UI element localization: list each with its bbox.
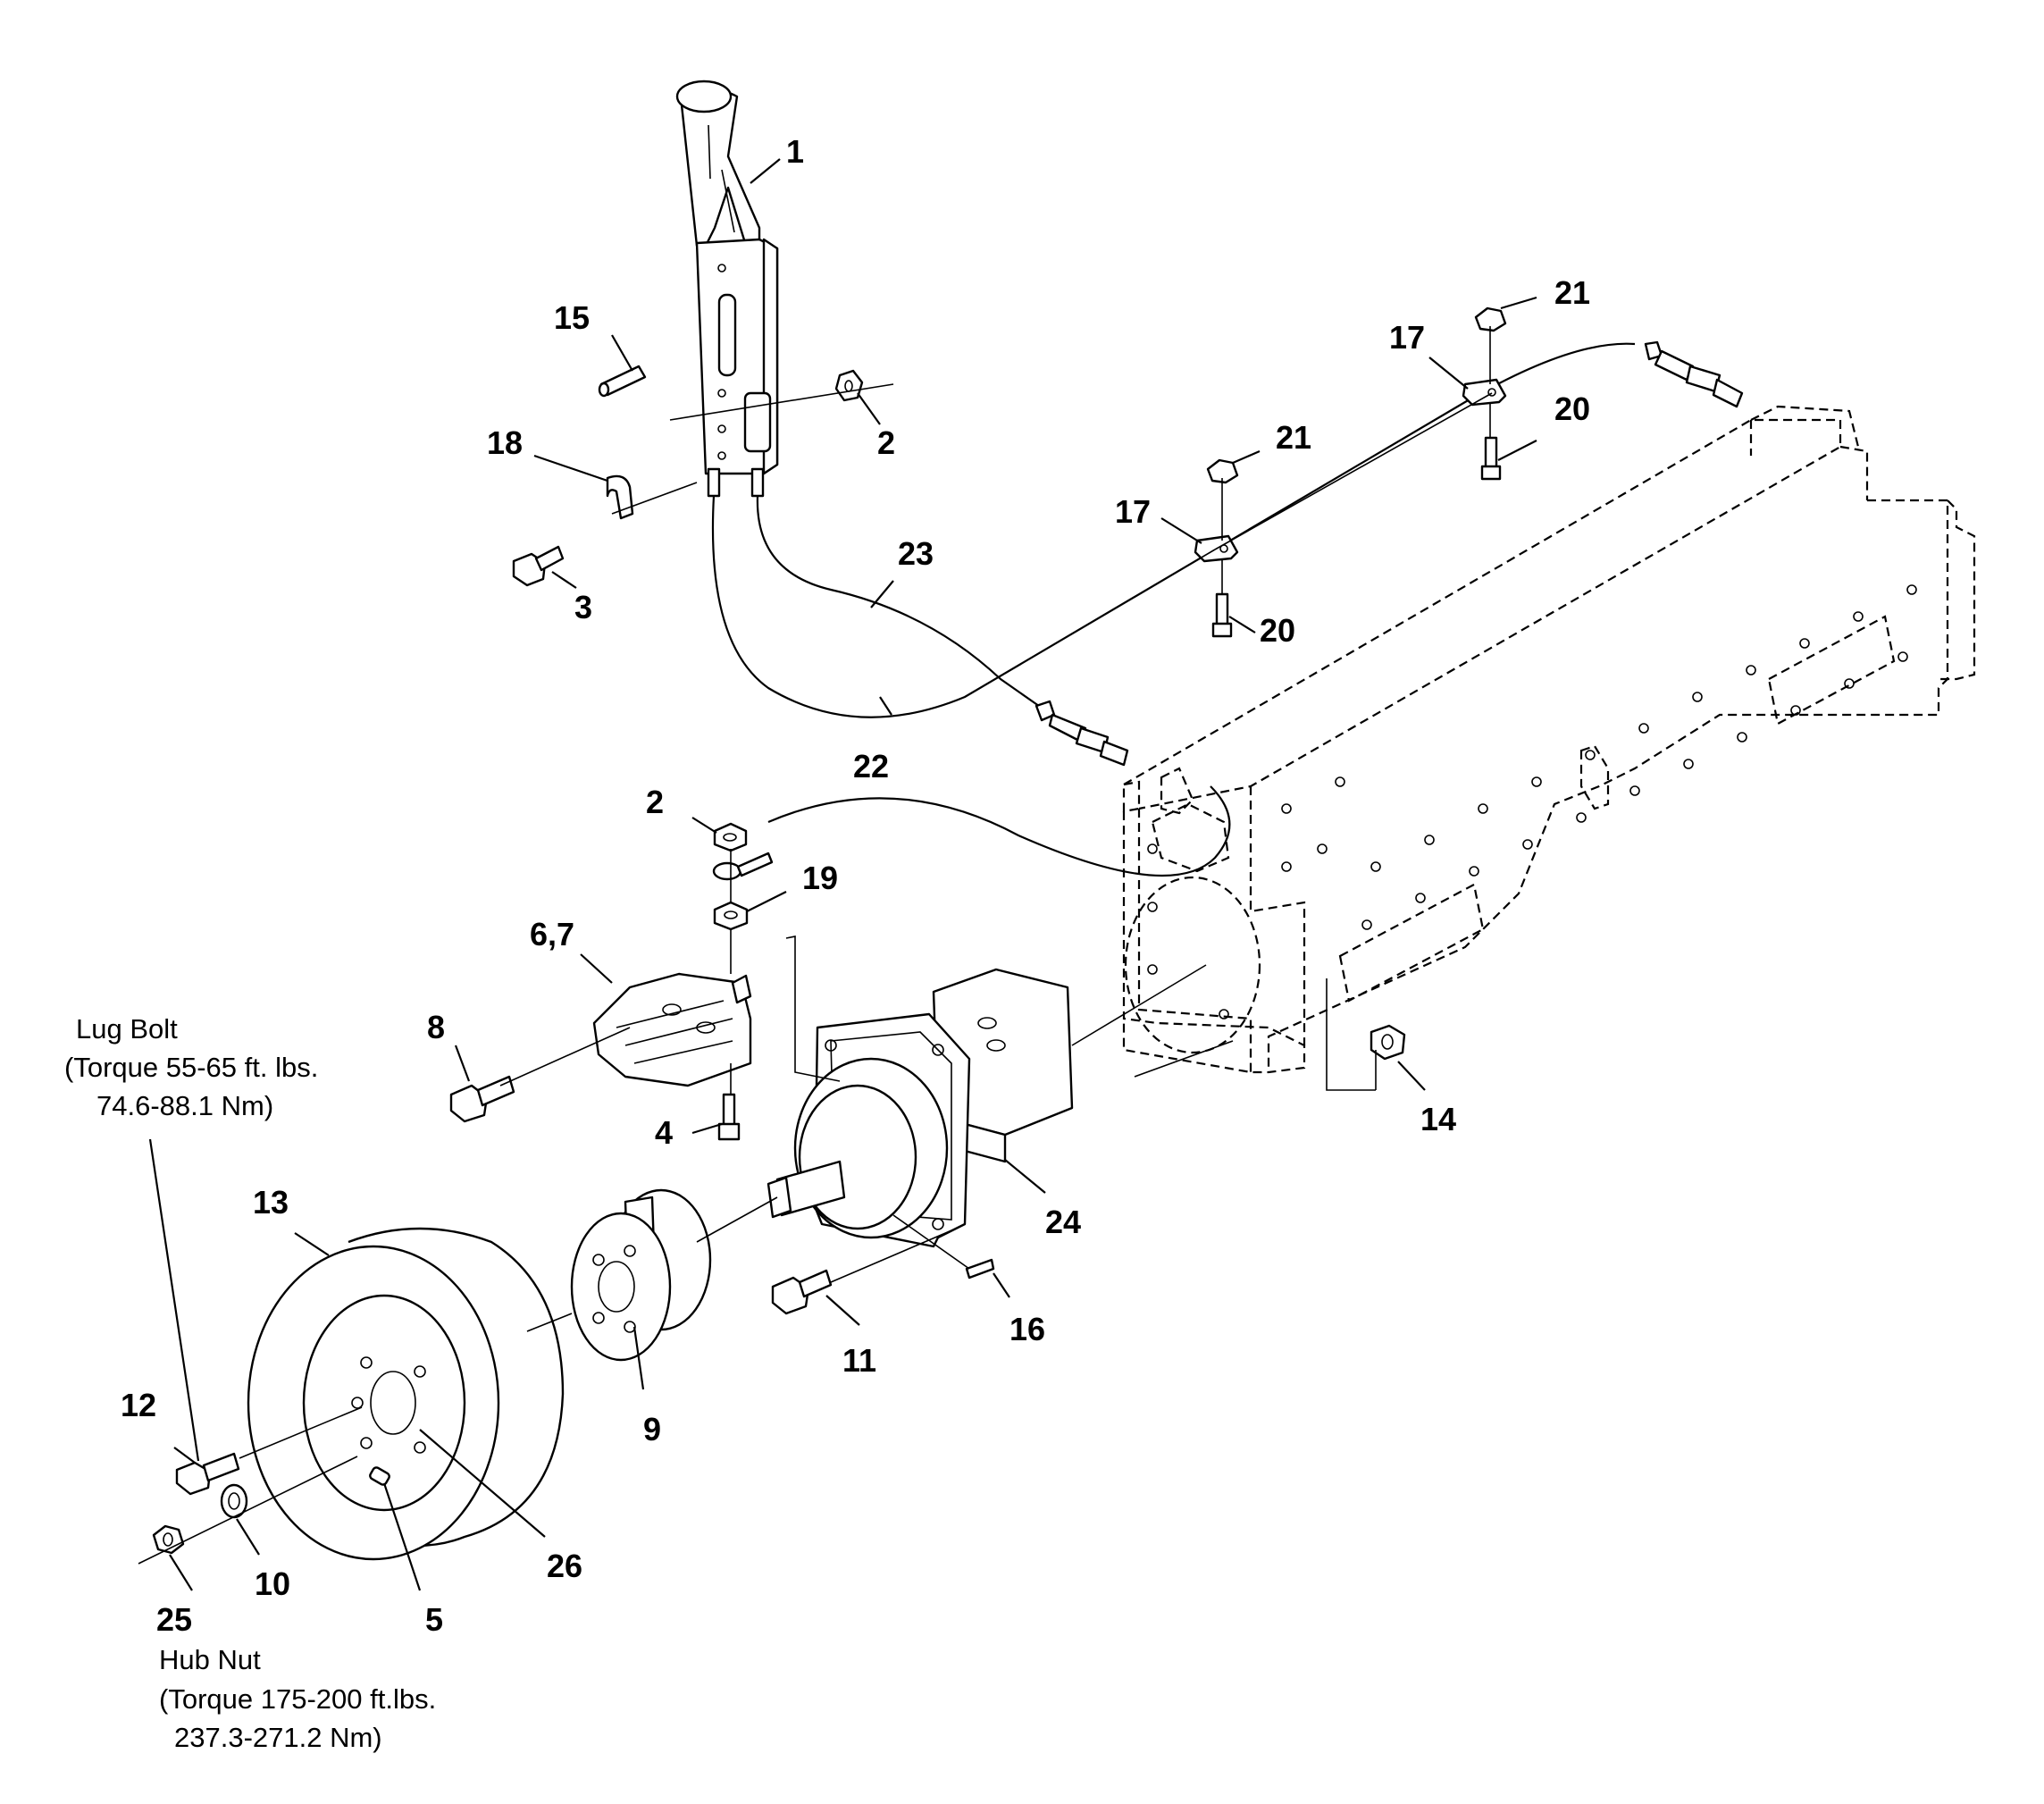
screw-part-20-upper <box>1480 436 1502 481</box>
nut-part-21-lower <box>1206 458 1239 484</box>
callout-5: 5 <box>425 1601 443 1638</box>
cable-end-fitting-23 <box>1035 700 1129 767</box>
callout-6-7: 6,7 <box>530 916 574 952</box>
cable-part-23 <box>756 495 1231 877</box>
callout-16: 16 <box>1009 1311 1045 1347</box>
bolt-part-11 <box>771 1269 833 1315</box>
callout-9: 9 <box>643 1411 661 1447</box>
frame-holes <box>1147 584 1917 1019</box>
callout-26: 26 <box>547 1548 582 1584</box>
key-part-16 <box>965 1258 995 1280</box>
ring-terminal <box>712 852 774 881</box>
bolt-part-3 <box>512 545 565 587</box>
callout-1: 1 <box>786 133 804 170</box>
lug-bolt-note-line2: (Torque 55-65 ft. lbs. <box>64 1052 318 1083</box>
pin-part-15 <box>598 365 647 398</box>
lug-bolt-note-line1: Lug Bolt <box>76 1013 178 1045</box>
hub-nut-note-line3: 237.3-271.2 Nm) <box>174 1722 382 1753</box>
callout-18: 18 <box>487 424 523 461</box>
callout-14: 14 <box>1420 1101 1456 1137</box>
callout-21-upper: 21 <box>1554 274 1590 311</box>
nut-part-21-upper <box>1474 306 1507 332</box>
nut-part-14 <box>1370 1024 1406 1061</box>
switch-part-6-7 <box>592 972 752 1087</box>
callout-22: 22 <box>853 748 889 785</box>
frame-outline <box>1122 405 1976 1074</box>
nut-part-19 <box>713 901 749 931</box>
callout-4: 4 <box>655 1114 673 1151</box>
lug-bolt-note-line3: 74.6-88.1 Nm) <box>96 1090 273 1121</box>
screw-part-20-lower <box>1211 592 1233 638</box>
lug-bolt-note: Lug Bolt (Torque 55-65 ft. lbs. 74.6-88.… <box>64 1013 318 1121</box>
callout-13: 13 <box>253 1184 289 1221</box>
callout-2-upper: 2 <box>877 424 895 461</box>
callout-20-upper: 20 <box>1554 390 1590 427</box>
callout-23: 23 <box>898 535 934 572</box>
callout-15: 15 <box>554 299 590 336</box>
control-lever-part-1 <box>675 80 779 498</box>
callout-24: 24 <box>1045 1204 1081 1240</box>
callout-19: 19 <box>802 860 838 896</box>
screw-part-4 <box>717 1093 741 1141</box>
callout-17-upper: 17 <box>1389 319 1425 356</box>
callout-3: 3 <box>574 589 592 625</box>
callout-8: 8 <box>427 1009 445 1045</box>
callout-20-lower: 20 <box>1260 612 1295 649</box>
callout-numbers: 1 15 2 18 3 23 22 17 21 20 17 21 20 2 19… <box>121 133 1590 1638</box>
callout-25: 25 <box>156 1601 192 1638</box>
nut-part-2-lower <box>713 822 748 852</box>
cable-end-fitting-22 <box>1644 340 1744 408</box>
hub-nut-part-25 <box>152 1524 185 1555</box>
hub-part-9 <box>570 1188 712 1362</box>
callout-2-lower: 2 <box>646 784 664 820</box>
callout-12: 12 <box>121 1387 156 1423</box>
nut-part-2-upper <box>834 369 864 402</box>
hub-nut-note: Hub Nut (Torque 175-200 ft.lbs. 237.3-27… <box>159 1644 436 1753</box>
hub-nut-note-line1: Hub Nut <box>159 1644 261 1675</box>
wheel-part-13 <box>247 1227 565 1561</box>
callout-10: 10 <box>255 1565 290 1602</box>
callout-21-lower: 21 <box>1276 419 1311 456</box>
leader-lines <box>148 158 1537 1591</box>
clamp-part-18 <box>606 474 634 520</box>
lug-bolt-part-12 <box>175 1452 240 1496</box>
clamp-part-17-upper <box>1462 378 1507 407</box>
callout-11: 11 <box>842 1342 876 1379</box>
assembly-lines <box>138 326 1493 1565</box>
motor-part-24 <box>766 968 1074 1248</box>
cable-part-22 <box>711 342 1636 718</box>
hub-nut-note-line2: (Torque 175-200 ft.lbs. <box>159 1683 436 1715</box>
callout-17-lower: 17 <box>1115 493 1151 530</box>
